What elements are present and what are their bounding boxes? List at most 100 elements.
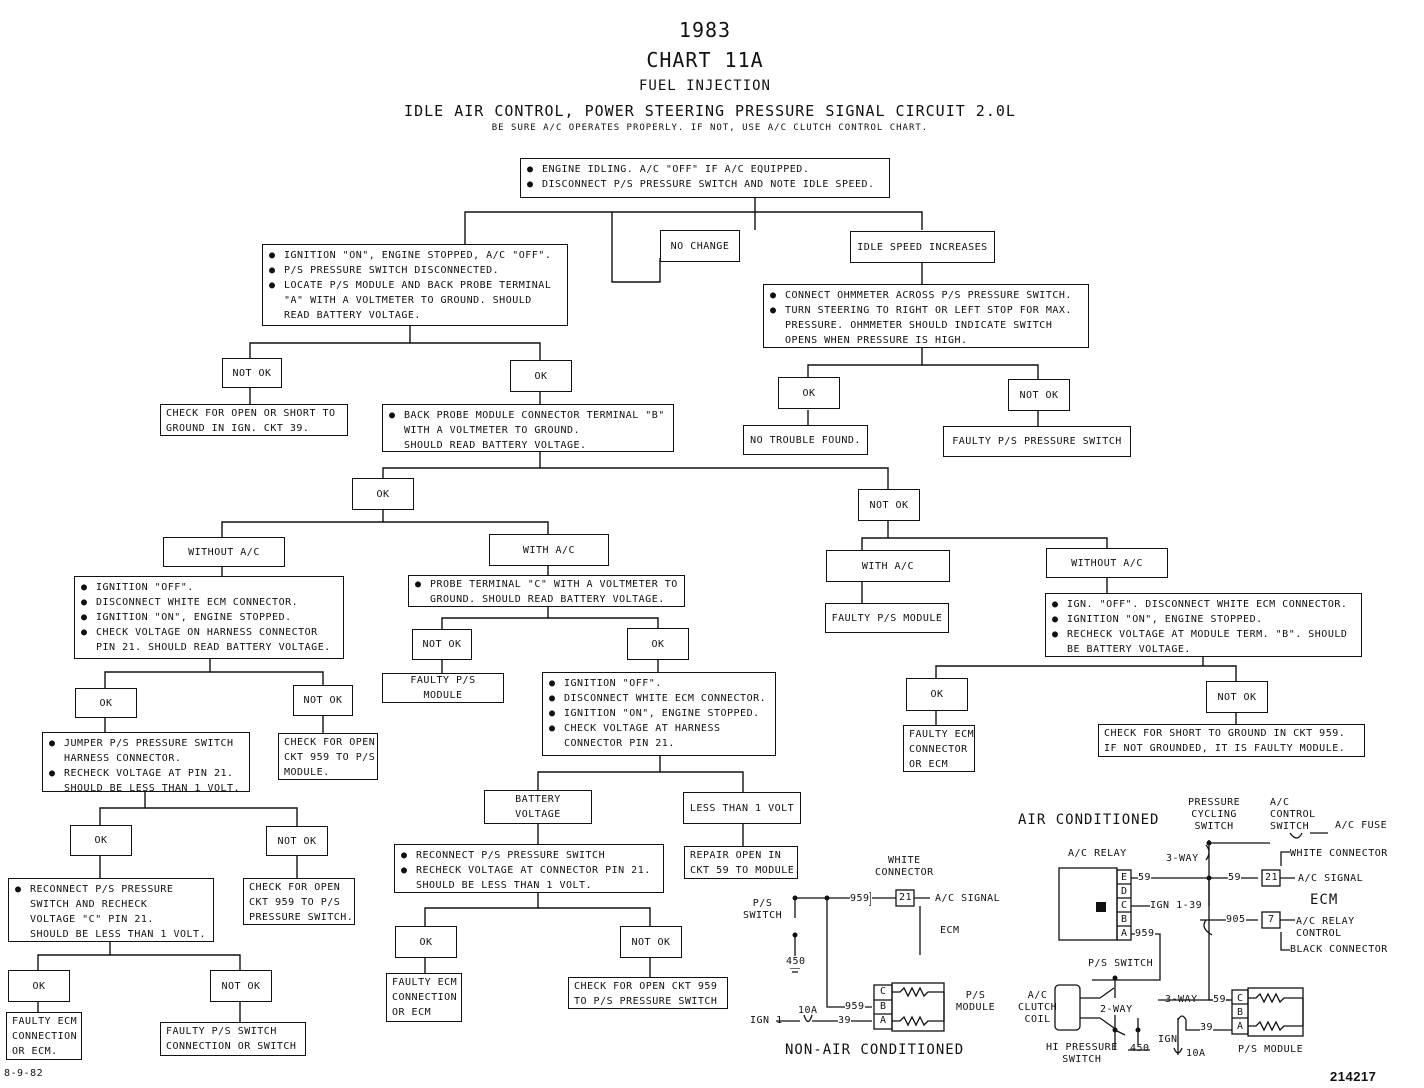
wire-59-label: 59 [1213, 994, 1227, 1006]
step-line: FAULTY ECM [392, 977, 458, 988]
battery-voltage-node: BATTERY VOLTAGE [484, 790, 592, 824]
step-line: CHECK VOLTAGE AT HARNESS [548, 721, 770, 736]
relay-pin-d: D [1121, 886, 1128, 897]
ac-control-label: A/C CONTROL SWITCH [1270, 797, 1316, 832]
pin-21-label: 21 [1265, 872, 1279, 883]
step-line: WITH A VOLTMETER TO GROUND. [404, 425, 581, 436]
wire-450-label: 450 [786, 956, 806, 968]
step-line: CHECK FOR SHORT TO GROUND IN CKT 959. [1104, 728, 1346, 739]
module-pin-c: C [880, 986, 887, 997]
step-line: "A" WITH A VOLTMETER TO GROUND. SHOULD [284, 295, 532, 306]
reconnect-center-step: RECONNECT P/S PRESSURE SWITCH RECHECK VO… [394, 844, 664, 893]
step-line: IGNITION "ON", ENGINE STOPPED, A/C "OFF"… [268, 248, 562, 263]
less-1v-node: LESS THAN 1 VOLT [683, 792, 801, 824]
ps-switch-label: P/S SWITCH [743, 898, 783, 921]
pin-21-label: 21 [899, 892, 913, 903]
module-pin-b: B [880, 1001, 887, 1012]
step-line: MODULE. [284, 767, 330, 778]
module-pin-a: A [880, 1015, 887, 1026]
step-line: DISCONNECT P/S PRESSURE SWITCH AND NOTE … [526, 177, 884, 192]
step-line: HARNESS CONNECTOR. [64, 753, 182, 764]
step-line: FAULTY ECM [12, 1016, 78, 1027]
probe-c-step: PROBE TERMINAL "C" WITH A VOLTMETER TO G… [408, 575, 685, 607]
step-line: TURN STEERING TO RIGHT OR LEFT STOP FOR … [769, 303, 1083, 318]
idle-increases-node: IDLE SPEED INCREASES [850, 231, 995, 263]
reconnect-left-step: RECONNECT P/S PRESSURE SWITCH AND RECHEC… [8, 878, 214, 942]
ign-off-left-step: IGNITION "OFF". DISCONNECT WHITE ECM CON… [74, 576, 344, 659]
chart-note: BE SURE A/C OPERATES PROPERLY. IF NOT, U… [491, 123, 929, 133]
step-line: FAULTY P/S SWITCH [166, 1026, 277, 1037]
step-line: IGNITION "OFF". [80, 580, 338, 595]
step-line: DISCONNECT WHITE ECM CONNECTOR. [80, 595, 338, 610]
ok-node: OK [352, 478, 414, 510]
pressure-cycling-label: PRESSURE CYCLING SWITCH [1188, 797, 1241, 832]
check-short-959-node: CHECK FOR SHORT TO GROUND IN CKT 959. IF… [1098, 724, 1365, 757]
faulty-ecm-node: FAULTY ECM CONNECTION OR ECM. [6, 1012, 82, 1060]
ign-right-step: IGN. "OFF". DISCONNECT WHITE ECM CONNECT… [1045, 593, 1362, 657]
wire-39-label: 39 [1200, 1022, 1214, 1034]
faulty-ecm-node: FAULTY ECM CONNECTION OR ECM [386, 973, 462, 1022]
step-line: IGNITION "ON", ENGINE STOPPED. [548, 706, 770, 721]
step-line: LOCATE P/S MODULE AND BACK PROBE TERMINA… [268, 278, 562, 293]
repair-open-59-node: REPAIR OPEN IN CKT 59 TO MODULE. [684, 846, 800, 879]
ok-node: OK [627, 628, 689, 660]
step-line: OPENS WHEN PRESSURE IS HIGH. [785, 335, 968, 346]
wire-59-label: 59 [1228, 872, 1242, 884]
step-line: CONNECT OHMMETER ACROSS P/S PRESSURE SWI… [769, 288, 1083, 303]
ign-off-center-step: IGNITION "OFF". DISCONNECT WHITE ECM CON… [542, 672, 776, 756]
not-ok-node: NOT OK [266, 826, 328, 856]
step-line: REPAIR OPEN IN [690, 850, 782, 861]
module-pin-b: B [1237, 1007, 1244, 1018]
step-line: CHECK FOR OPEN [284, 737, 376, 748]
step-line: GROUND IN IGN. CKT 39. [166, 423, 310, 434]
ohmmeter-step: CONNECT OHMMETER ACROSS P/S PRESSURE SWI… [763, 284, 1089, 348]
three-way-label: 3-WAY [1166, 853, 1199, 864]
no-trouble-node: NO TROUBLE FOUND. [743, 425, 868, 455]
wire-959-label: 959 [850, 893, 870, 905]
chart-year: 1983 [678, 18, 732, 42]
ignition-on-step: IGNITION "ON", ENGINE STOPPED, A/C "OFF"… [262, 244, 568, 326]
ok-node: OK [395, 926, 457, 958]
chart-title: IDLE AIR CONTROL, POWER STEERING PRESSUR… [404, 102, 1016, 120]
fuse-10a-label: 10A [798, 1005, 818, 1016]
step-line: RECONNECT P/S PRESSURE [14, 882, 208, 897]
step-line: CHECK VOLTAGE ON HARNESS CONNECTOR [80, 625, 338, 640]
step-line: TO P/S PRESSURE SWITCH [574, 996, 718, 1007]
step-line: CONNECTION [392, 992, 458, 1003]
step-line: OR ECM. [12, 1046, 58, 1057]
step-line: VOLTAGE "C" PIN 21. [30, 914, 154, 925]
step-line: CHECK FOR OPEN CKT 959 [574, 981, 718, 992]
not-ok-node: NOT OK [1206, 681, 1268, 713]
step-line: PRESSURE SWITCH. [249, 912, 354, 923]
step-line: GROUND. SHOULD READ BATTERY VOLTAGE. [430, 594, 665, 605]
not-ok-node: NOT OK [222, 358, 282, 388]
faulty-ecm-node: FAULTY ECM CONNECTOR OR ECM [903, 725, 975, 772]
clutch-coil-label: A/C CLUTCH COIL [1018, 990, 1058, 1025]
chart-number: CHART 11A [646, 48, 764, 72]
three-way-label: 3-WAY [1165, 994, 1198, 1005]
ecm-label: ECM [940, 925, 960, 936]
jumper-step: JUMPER P/S PRESSURE SWITCH HARNESS CONNE… [42, 732, 250, 794]
step-line: RECHECK VOLTAGE AT PIN 21. [48, 766, 244, 781]
ok-node: OK [510, 360, 572, 392]
back-probe-b-step: BACK PROBE MODULE CONNECTOR TERMINAL "B"… [382, 404, 674, 452]
ok-node: OK [8, 970, 70, 1002]
wire-959-label: 959 [845, 1001, 865, 1013]
step-line: SHOULD BE LESS THAN 1 VOLT. [416, 880, 593, 891]
check-open-959-node: CHECK FOR OPEN CKT 959 TO P/S MODULE. [278, 733, 378, 780]
step-line: PROBE TERMINAL "C" WITH A VOLTMETER TO [414, 577, 679, 592]
ac-signal-label: A/C SIGNAL [1298, 873, 1364, 884]
step-line: OR ECM [392, 1007, 432, 1018]
ok-node: OK [75, 688, 137, 718]
ac-title: AIR CONDITIONED [1018, 812, 1160, 828]
not-ok-node: NOT OK [1008, 379, 1070, 411]
step-line: IGNITION "ON", ENGINE STOPPED. [1051, 612, 1356, 627]
check-open-959-node: CHECK FOR OPEN CKT 959 TO P/S PRESSURE S… [243, 878, 355, 925]
wire-959-label: 959 [1135, 928, 1155, 940]
step-line: PIN 21. SHOULD READ BATTERY VOLTAGE. [96, 642, 331, 653]
black-connector-label: BLACK CONNECTOR [1290, 944, 1388, 955]
ign1-label: IGN 1 [750, 1015, 783, 1026]
